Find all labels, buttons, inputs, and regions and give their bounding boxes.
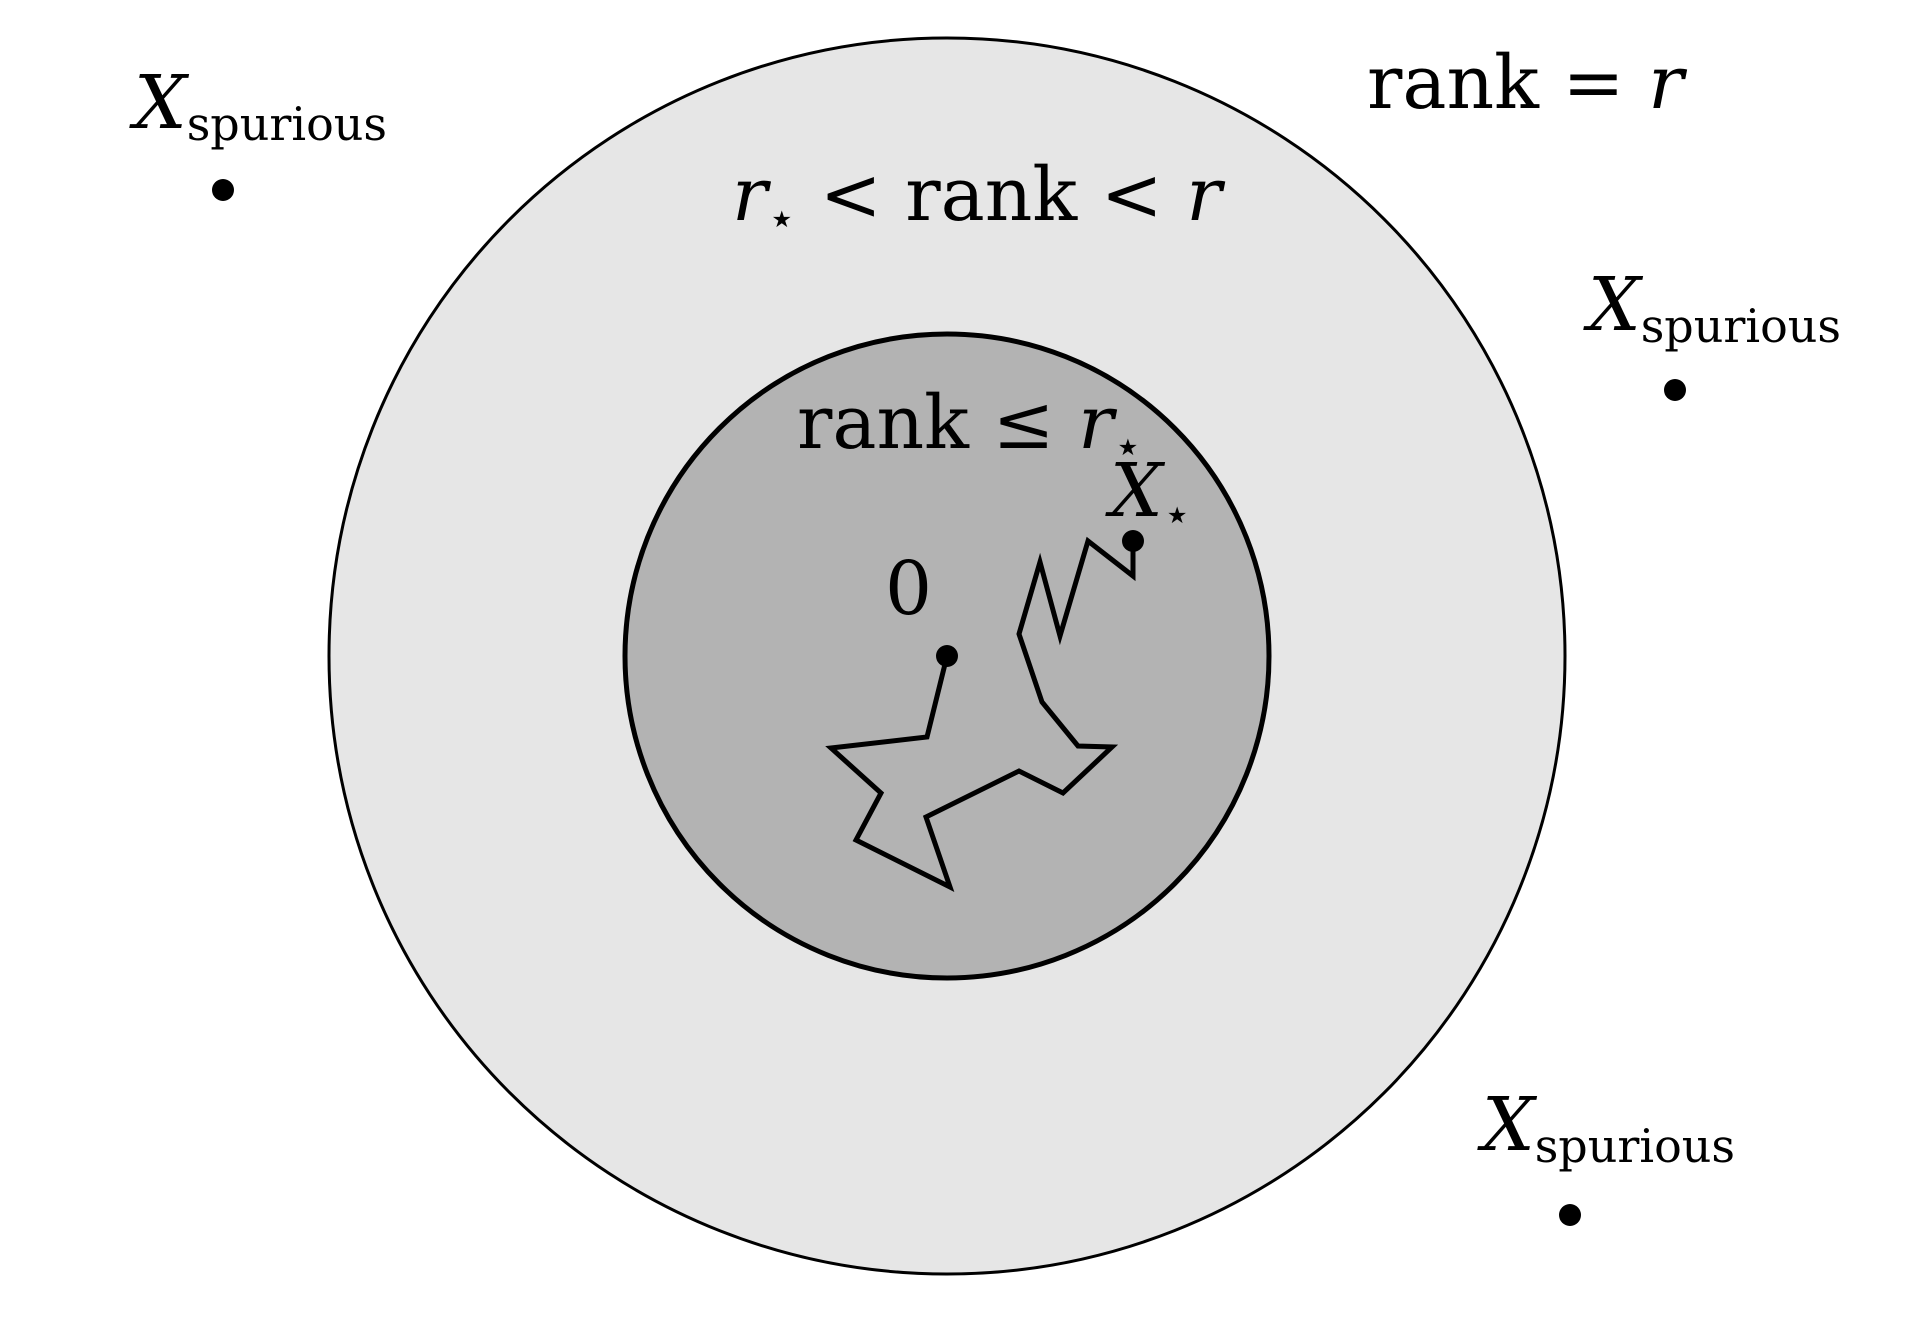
outer-region-label: rank = r [1367,40,1688,126]
spurious-label-top-left: Xspurious [129,60,387,151]
spurious-point-bottom-right [1559,1204,1581,1226]
optimization-path [825,536,1136,892]
origin-point [936,645,958,667]
middle-region-label: r⋆ < rank < r [732,152,1226,245]
origin-label: 0 [885,546,932,632]
spurious-point-right [1664,379,1686,401]
spurious-label-right: Xspurious [1583,262,1841,353]
spurious-label-bottom-right: Xspurious [1477,1082,1735,1173]
target-label: X⋆ [1105,448,1191,541]
spurious-point-top-left [212,179,234,201]
target-point [1122,530,1144,552]
inner-region-label: rank ≤ r⋆ [797,380,1142,473]
